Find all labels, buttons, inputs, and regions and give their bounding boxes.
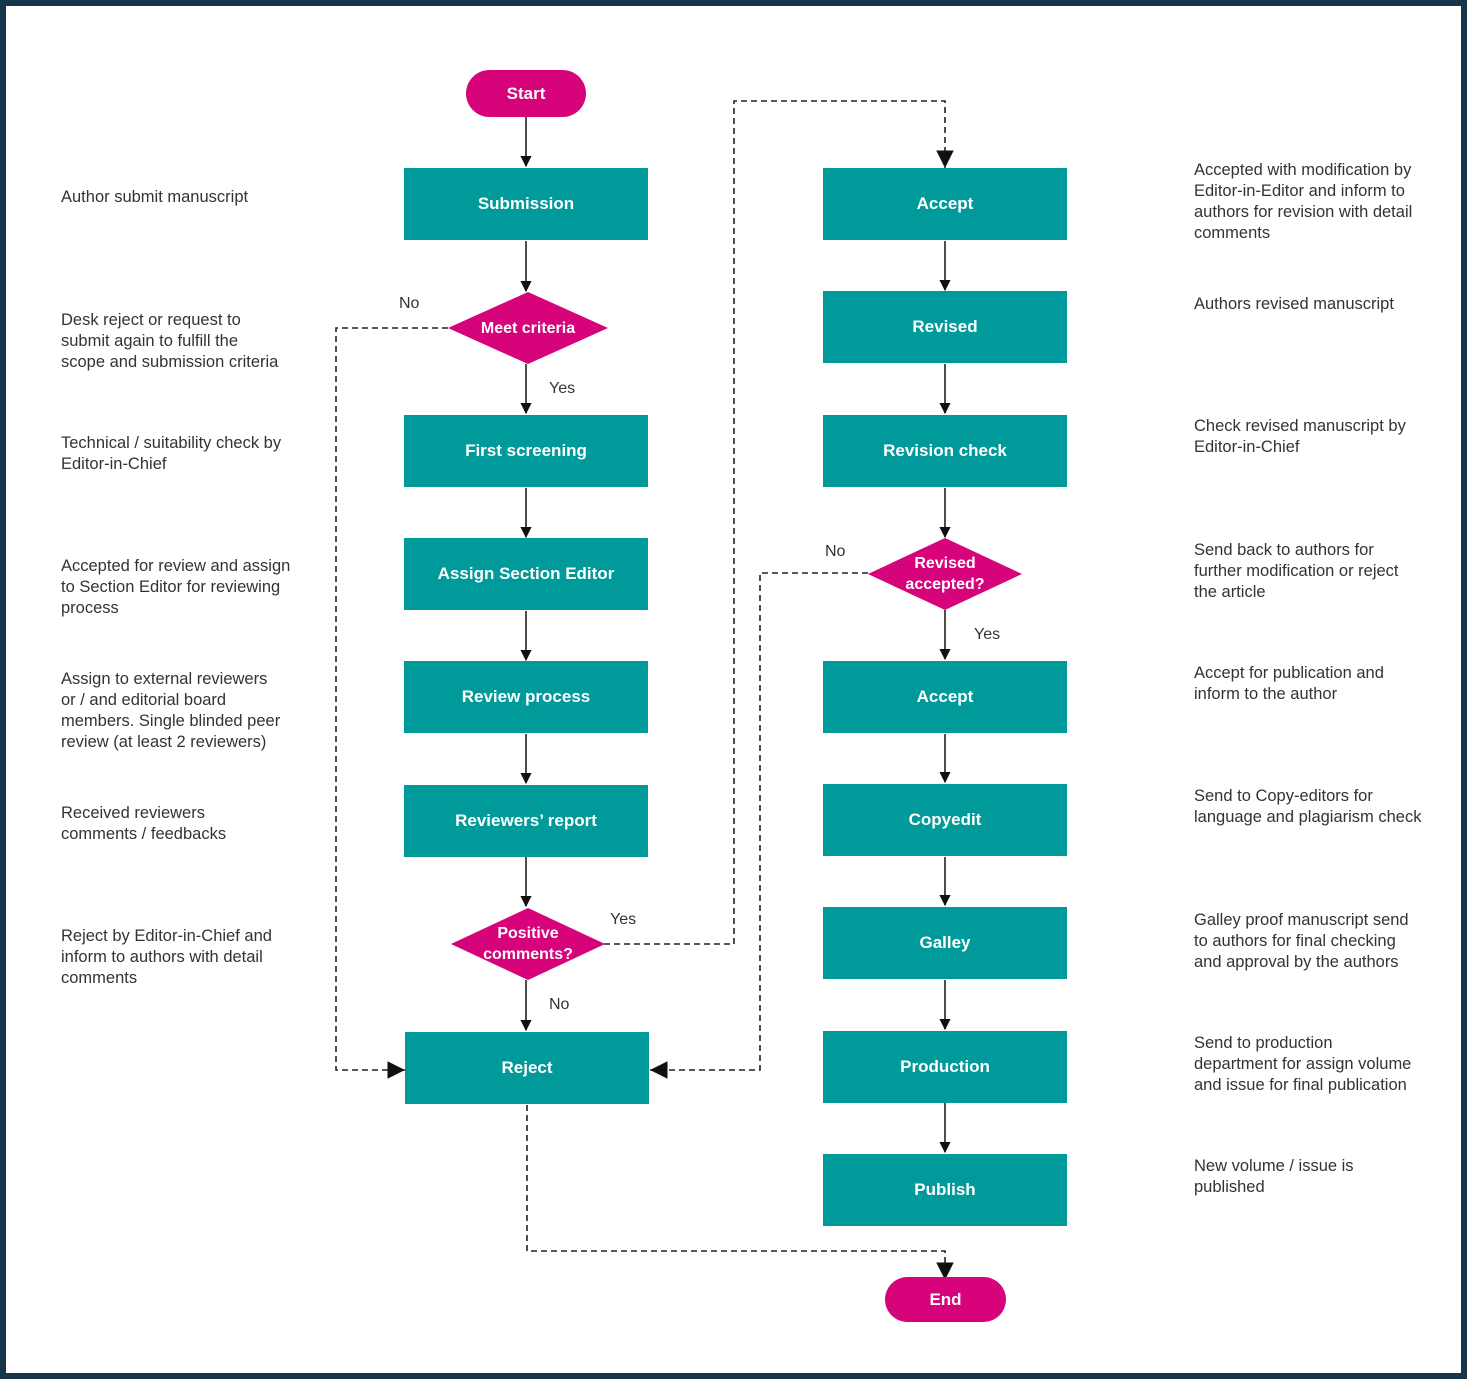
annotation-right: Accept for publication and inform to the… <box>1194 663 1384 705</box>
annotation-right: Galley proof manuscript send to authors … <box>1194 910 1409 973</box>
connector-dashed <box>604 100 954 945</box>
annotation-line: published <box>1194 1178 1265 1196</box>
annotation-line: Accept for publication and <box>1194 664 1384 682</box>
revision-check-step: Revision check <box>823 415 1067 487</box>
annotation-line: inform to the author <box>1194 685 1338 703</box>
annotation-line: New volume / issue is <box>1194 1157 1354 1175</box>
decision-line: comments? <box>483 946 573 963</box>
annotation-line: Accepted with modification by <box>1194 161 1412 179</box>
annotation-line: Editor-in-Chief <box>61 455 167 473</box>
annotation-line: Accepted for review and assign <box>61 557 291 575</box>
annotation-line: Desk reject or request to <box>61 311 241 329</box>
first-screening-step: First screening <box>404 415 648 487</box>
annotation-right: Authors revised manuscript <box>1194 294 1394 315</box>
production-step: Production <box>823 1031 1067 1103</box>
branch-label-no: No <box>549 996 570 1013</box>
end-terminal: End <box>885 1277 1006 1322</box>
branch-label-yes: Yes <box>974 626 1001 643</box>
annotation-line: or / and editorial board <box>61 691 227 709</box>
annotation-right: Accepted with modification by Editor-in-… <box>1194 160 1412 244</box>
decision-line: Revised <box>914 555 976 572</box>
annotation-line: Galley proof manuscript send <box>1194 911 1409 929</box>
connector-dashed <box>335 327 448 1079</box>
annotation-line: to Section Editor for reviewing <box>61 578 281 596</box>
annotation-right: Send to Copy-editors for language and pl… <box>1194 786 1421 828</box>
annotation-left: Desk reject or request to submit again t… <box>61 310 278 373</box>
annotation-line: comments <box>61 969 138 987</box>
publish-step: Publish <box>823 1154 1067 1226</box>
annotation-left: Received reviewers comments / feedbacks <box>61 803 226 845</box>
submission-step: Submission <box>404 168 648 240</box>
annotation-line: comments / feedbacks <box>61 825 227 843</box>
annotation-line: Assign to external reviewers <box>61 670 268 688</box>
annotation-left: Author submit manuscript <box>61 187 248 208</box>
decision-line: accepted? <box>905 576 985 593</box>
connector-layer <box>335 100 954 1280</box>
annotation-left: Reject by Editor-in-Chief and inform to … <box>61 926 272 989</box>
annotation-line: Send to Copy-editors for <box>1194 787 1373 805</box>
branch-label-no: No <box>825 543 846 560</box>
revised-step: Revised <box>823 291 1067 363</box>
annotation-line: authors for revision with detail <box>1194 203 1413 221</box>
annotation-line: further modification or reject <box>1194 562 1399 580</box>
annotation-line: review (at least 2 reviewers) <box>61 733 267 751</box>
annotation-line: Authors revised manuscript <box>1194 295 1394 313</box>
annotation-line: and approval by the authors <box>1194 953 1399 971</box>
annotation-left: Accepted for review and assign to Sectio… <box>61 556 290 619</box>
annotation-line: Check revised manuscript by <box>1194 417 1406 435</box>
annotation-line: and issue for final publication <box>1194 1076 1407 1094</box>
annotation-line: the article <box>1194 583 1266 601</box>
annotation-line: Received reviewers <box>61 804 205 822</box>
annotation-left: Technical / suitability check by Editor-… <box>61 433 281 475</box>
annotation-line: language and plagiarism check <box>1194 808 1422 826</box>
annotation-right: Send to production department for assign… <box>1194 1033 1411 1096</box>
annotation-line: submit again to fulfill the <box>61 332 239 350</box>
annotation-line: scope and submission criteria <box>61 353 279 371</box>
start-terminal: Start <box>466 70 586 117</box>
annotation-line: to authors for final checking <box>1194 932 1396 950</box>
accept-step-2: Accept <box>823 661 1067 733</box>
reviewers-report-step: Reviewers’ report <box>404 785 648 857</box>
annotation-line: department for assign volume <box>1194 1055 1412 1073</box>
annotation-right: Send back to authors for further modific… <box>1194 540 1399 603</box>
connector-dashed <box>526 1105 954 1280</box>
annotation-line: Editor-in-Chief <box>1194 438 1300 456</box>
branch-label-yes: Yes <box>549 380 576 397</box>
decision-line: Positive <box>497 925 559 942</box>
branch-label-no: No <box>399 295 420 312</box>
reject-step: Reject <box>405 1032 649 1104</box>
annotation-right: Check revised manuscript by Editor-in-Ch… <box>1194 416 1406 458</box>
annotation-line: Send back to authors for <box>1194 541 1374 559</box>
annotation-left: Assign to external reviewers or / and ed… <box>61 669 280 753</box>
annotation-line: Technical / suitability check by <box>61 434 282 452</box>
annotation-line: process <box>61 599 119 617</box>
annotation-line: Reject by Editor-in-Chief and <box>61 927 272 945</box>
annotation-line: members. Single blinded peer <box>61 712 281 730</box>
review-process-step: Review process <box>404 661 648 733</box>
annotation-line: Send to production <box>1194 1034 1333 1052</box>
annotation-line: Editor-in-Editor and inform to <box>1194 182 1405 200</box>
annotation-right: New volume / issue is published <box>1194 1156 1354 1198</box>
annotation-line: inform to authors with detail <box>61 948 263 966</box>
connector-dashed <box>650 572 868 1079</box>
annotation-line: comments <box>1194 224 1271 242</box>
assign-section-editor-step: Assign Section Editor <box>404 538 648 610</box>
galley-step: Galley <box>823 907 1067 979</box>
annotation-line: Author submit manuscript <box>61 188 249 206</box>
copyedit-step: Copyedit <box>823 784 1067 856</box>
branch-label-yes: Yes <box>610 911 637 928</box>
accept-step-1: Accept <box>823 168 1067 240</box>
